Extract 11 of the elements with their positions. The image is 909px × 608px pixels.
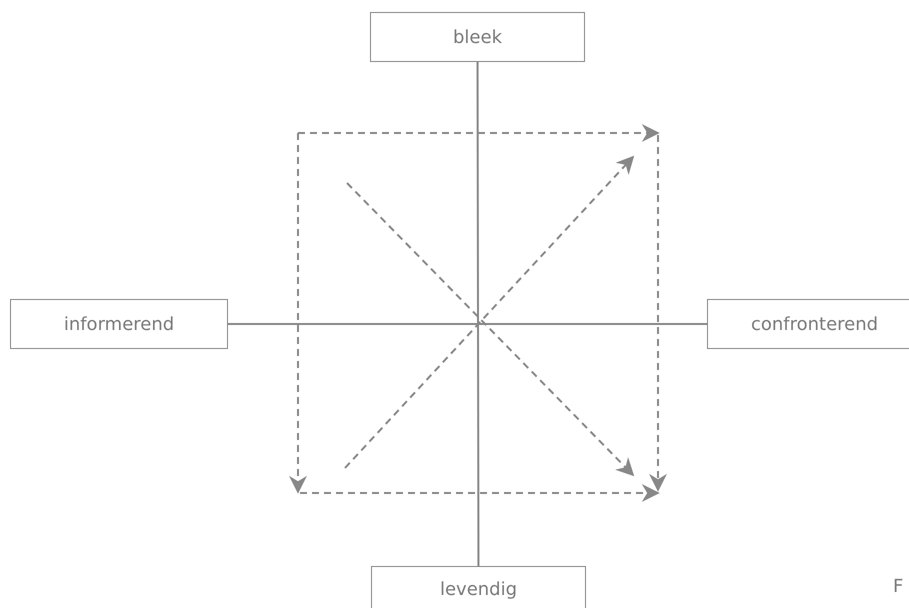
label-box (10, 299, 228, 349)
box-label: bleek (453, 26, 502, 48)
axis-line (476, 62, 480, 566)
box-label: levendig (440, 579, 518, 600)
note-text: F (893, 576, 904, 597)
label-box (707, 299, 909, 349)
axis-line (228, 323, 707, 325)
box-label: informerend (64, 314, 174, 334)
box-label: confronterend (750, 314, 878, 334)
label-box (370, 12, 585, 62)
label-box (371, 566, 586, 608)
